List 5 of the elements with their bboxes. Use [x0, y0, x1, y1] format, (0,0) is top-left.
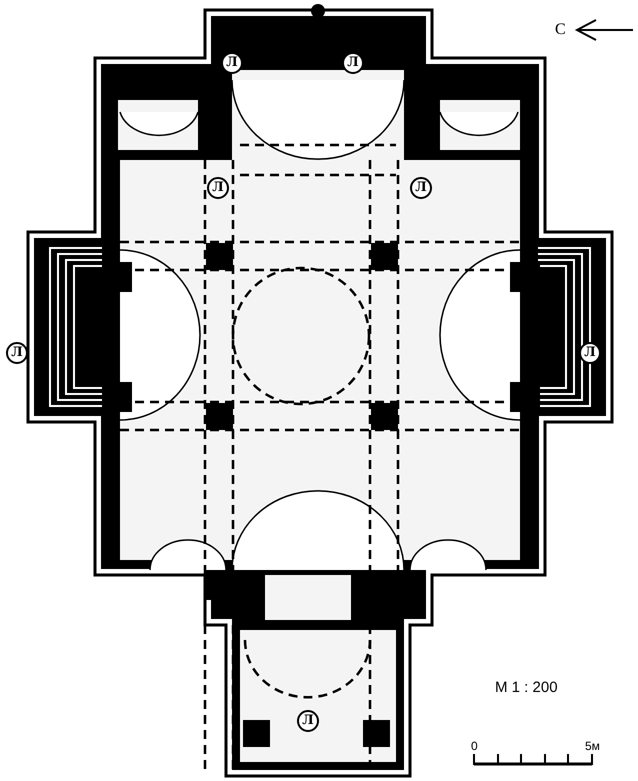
scale-text: М 1 : 200	[495, 680, 558, 695]
scale-label: 0	[471, 740, 478, 752]
scale-label: 5м	[585, 740, 600, 752]
north-label: С	[555, 22, 566, 38]
callout-marker: Л	[6, 342, 28, 364]
